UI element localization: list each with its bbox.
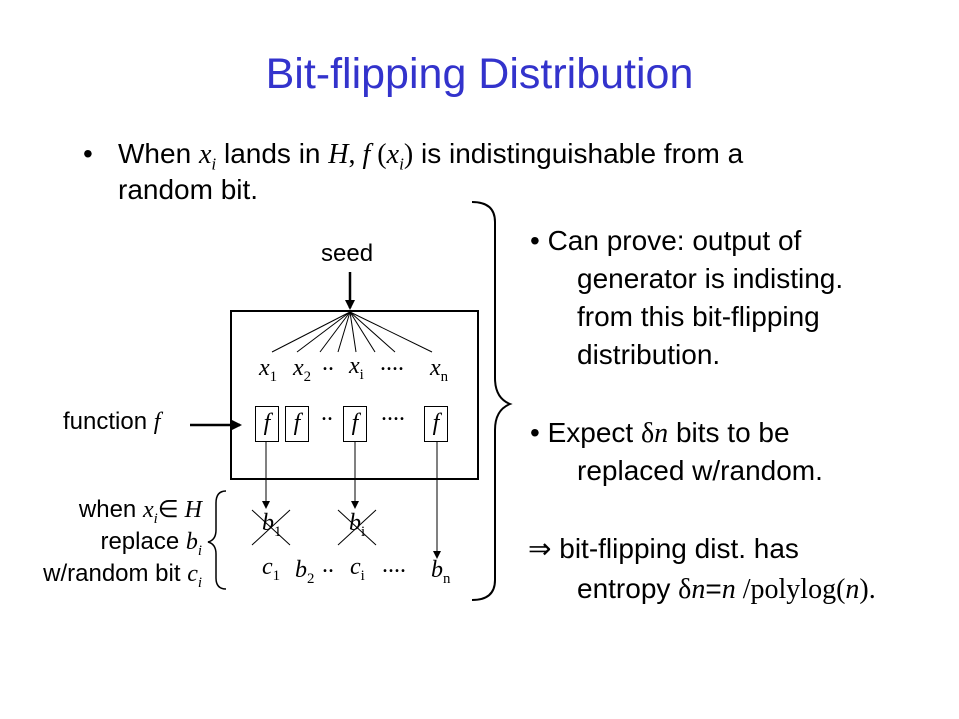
input-xi: xi [349,353,364,383]
intro-fx-arg: xi [386,139,404,174]
slide-title: Bit-flipping Distribution [265,50,694,98]
crossed-b1: b1 [262,510,282,540]
output-ci: ci [350,554,365,584]
output-c1: c1 [262,554,281,584]
right-p3-line2: entropy δn=n /polylog(n). [577,573,876,605]
right-p1-line4: distribution. [577,339,721,370]
output-dots-a: .. [322,552,334,578]
output-dots-b: .... [382,552,406,578]
intro-H: H [328,139,349,170]
intro-paren-close: ) [403,139,414,170]
right-p3-line1: ⇒ bit-flipping dist. has [528,533,799,565]
intro-comma: , [348,139,363,170]
right-p1-line3: from this bit-flipping [577,301,820,332]
implies-icon: ⇒ [528,534,552,565]
cross-b1 [251,509,291,546]
intro-bullet-marker: • [83,138,93,169]
side-note-line3: w/random bit ci [43,560,202,591]
f-box-n: f [424,406,448,442]
input-dots-a: .. [322,350,334,376]
seed-fan-lines [271,311,433,353]
right-p1-line2: generator is indisting. [577,263,844,294]
intro-text-rest: is indistinguishable from a [413,138,744,169]
right-p2-line1: • Expect δn bits to be [530,417,790,449]
input-x1: x1 [259,355,278,385]
f-dots-a: .. [321,400,333,426]
side-note-line1: when xi∈ H [78,496,202,527]
left-brace [207,490,227,590]
seed-label: seed [321,240,374,267]
f-box-i: f [343,406,367,442]
intro-bullet-line2: random bit. [118,174,259,205]
input-dots-b: .... [380,350,404,376]
intro-text-when: When [118,138,199,169]
intro-bullet-line1: When xi lands in H, f (xi) is indistingu… [118,138,743,175]
intro-f: f [362,139,371,170]
output-bn: bn [431,557,451,587]
generator-box [230,310,479,480]
side-note-line2: replace bi [100,528,202,559]
output-b2: b2 [295,557,315,587]
input-x2: x2 [293,355,312,385]
intro-paren-open: ( [370,139,387,170]
intro-text-lands: lands in [216,138,329,169]
right-p2-line2: replaced w/random. [577,455,823,486]
function-label: function f [63,408,161,435]
f-dots-b: .... [381,400,405,426]
right-brace [471,201,513,601]
intro-xi: xi [198,139,217,174]
f-box-2: f [285,406,309,442]
right-p1-line1: • Can prove: output of [530,225,802,256]
cross-bi [337,509,377,546]
crossed-bi: bi [349,510,366,540]
input-xn: xn [430,355,449,385]
f-box-1: f [255,406,279,442]
